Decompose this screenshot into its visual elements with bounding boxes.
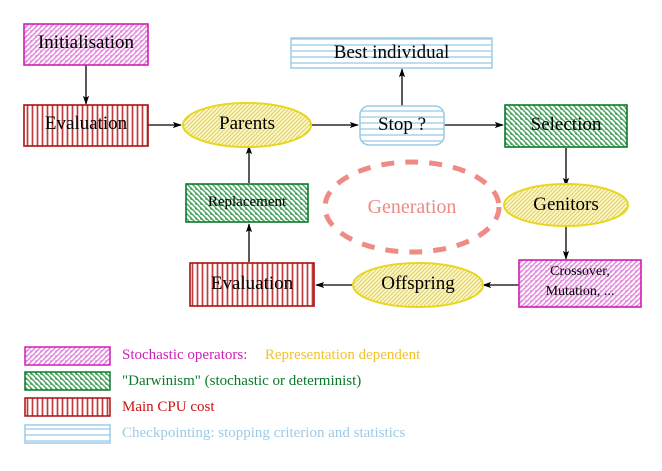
node-label-offspring: Offspring <box>381 273 455 294</box>
legend-label-main-cpu-cost: Main CPU cost <box>122 399 215 415</box>
node-stop[interactable] <box>359 105 445 146</box>
node-evaluation-bottom[interactable] <box>189 262 315 307</box>
node-best-individual[interactable] <box>290 37 493 69</box>
legend-label-checkpointing: Checkpointing: stopping criterion and st… <box>122 425 406 441</box>
node-crossover-mutation[interactable] <box>518 259 642 308</box>
legend-swatch-red-vertical <box>24 397 111 417</box>
node-label-evaluation-top: Evaluation <box>44 113 128 134</box>
node-evaluation-top[interactable] <box>23 104 149 147</box>
node-label-parents: Parents <box>219 113 275 134</box>
node-label-stop: Stop ? <box>377 114 427 135</box>
node-label-crossover: Crossover, <box>550 264 610 279</box>
node-label-best-individual: Best individual <box>333 42 450 63</box>
node-label-generation: Generation <box>367 196 457 218</box>
node-selection[interactable] <box>504 104 628 148</box>
node-label-initialisation: Initialisation <box>37 32 135 53</box>
node-offspring[interactable] <box>352 262 484 308</box>
node-genitors[interactable] <box>503 183 629 227</box>
legend-swatch-green-diagonal <box>24 371 111 391</box>
legend-label-darwinism: "Darwinism" (stochastic or determinist) <box>122 373 362 389</box>
node-label-genitors: Genitors <box>533 194 599 215</box>
node-parents[interactable] <box>182 102 312 148</box>
node-label-mutation: Mutation, ... <box>545 284 615 299</box>
node-label-replacement: Replacement <box>207 194 287 210</box>
legend-swatch-magenta-diagonal <box>24 346 111 366</box>
node-label-selection: Selection <box>530 114 602 135</box>
legend-swatch-blue-horizontal <box>24 424 111 444</box>
node-generation <box>322 159 502 255</box>
node-label-evaluation-bottom: Evaluation <box>210 273 294 294</box>
legend-label-representation-dependent: Representation dependent <box>264 347 421 363</box>
node-initialisation[interactable] <box>23 23 149 66</box>
legend-label-stochastic-operators: Stochastic operators: <box>122 347 248 363</box>
node-replacement[interactable] <box>185 183 309 223</box>
